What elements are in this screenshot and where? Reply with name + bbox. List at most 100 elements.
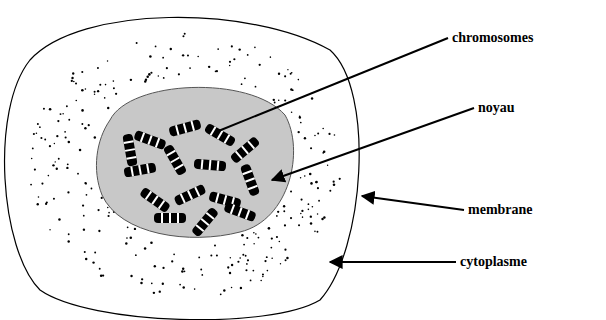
cytoplasm-dot [252, 270, 254, 272]
cytoplasm-dot [33, 133, 35, 135]
cytoplasm-dot [239, 257, 241, 259]
cytoplasm-dot [65, 136, 67, 138]
cytoplasm-dot [182, 54, 184, 56]
cytoplasm-dot [298, 79, 300, 81]
cytoplasm-dot [242, 254, 244, 256]
cytoplasm-dot [38, 196, 40, 198]
cytoplasm-dot [201, 274, 203, 276]
cytoplasm-dot [37, 203, 39, 205]
cytoplasm-dot [300, 213, 301, 214]
cytoplasm-dot [56, 168, 58, 170]
cytoplasm-dot [104, 97, 106, 99]
chromosome [133, 130, 166, 150]
cytoplasm-dot [77, 173, 79, 175]
cytoplasm-dot [300, 177, 301, 178]
cytoplasm-dot [82, 204, 84, 206]
cytoplasm-dot [31, 158, 33, 160]
cytoplasm-dot [262, 274, 264, 276]
chromosome [154, 213, 186, 223]
cytoplasm-dot [107, 207, 108, 208]
cytoplasm-dot [277, 211, 279, 213]
cytoplasm-dot [194, 288, 196, 290]
cytoplasm-dot [182, 267, 184, 269]
cytoplasm-dot [283, 210, 285, 212]
cytoplasm-dot [321, 218, 323, 220]
cytoplasm-dot [113, 87, 115, 89]
cytoplasm-dot [75, 100, 77, 102]
cytoplasm-dot [108, 212, 110, 214]
chromosome [191, 207, 219, 238]
cytoplasm-dot [270, 247, 272, 249]
cytoplasm-dot [75, 82, 77, 84]
cytoplasm-dot [271, 257, 273, 259]
nucleus [96, 87, 293, 237]
cytoplasm-dot [134, 228, 136, 230]
cytoplasm-dot [231, 287, 233, 289]
cytoplasm-dot [278, 100, 280, 102]
cytoplasm-dot [280, 263, 281, 264]
cytoplasm-dot [67, 240, 69, 242]
cytoplasm-dot [85, 88, 87, 90]
cytoplasm-dot [304, 137, 306, 139]
cytoplasm-dot [48, 175, 50, 177]
cytoplasm-dot [102, 274, 104, 276]
cytoplasm-dot [136, 42, 138, 44]
cytoplasm-dot [94, 91, 96, 93]
cytoplasm-dot [84, 182, 86, 184]
cytoplasm-dot [233, 58, 235, 60]
cytoplasm-dots [30, 33, 341, 295]
cytoplasm-dot [130, 237, 133, 240]
cytoplasm-dot [227, 266, 229, 268]
cytoplasm-dot [299, 116, 301, 118]
cytoplasm-dot [81, 89, 84, 92]
cytoplasm-dot [300, 122, 302, 124]
cytoplasm-dot [92, 261, 94, 263]
cytoplasm-dot [56, 135, 58, 137]
part-label: membrane [468, 202, 533, 218]
cytoplasm-dot [298, 224, 300, 226]
cytoplasm-dot [67, 191, 69, 193]
cytoplasm-dot [67, 163, 69, 165]
cytoplasm-dot [49, 108, 52, 111]
cytoplasm-dot [85, 183, 87, 185]
cytoplasm-dot [260, 280, 262, 282]
cytoplasm-dot [184, 270, 186, 272]
cytoplasm-dot [334, 134, 336, 136]
cytoplasm-dot [290, 73, 292, 75]
cytoplasm-dot [255, 86, 257, 88]
cytoplasm-dot [317, 187, 319, 189]
chromosome [139, 187, 171, 214]
chromosome [122, 133, 137, 166]
part-label: chromosomes [452, 30, 533, 46]
cytoplasm-dot [198, 257, 200, 259]
cytoplasm-dot [230, 257, 231, 258]
cytoplasm-dot [284, 99, 286, 101]
cytoplasm-dot [34, 169, 36, 171]
cytoplasm-dot [250, 279, 252, 281]
cytoplasm-dot [200, 269, 202, 271]
cytoplasm-dot [208, 66, 210, 68]
cytoplasm-dot [297, 131, 299, 133]
cytoplasm-dot [279, 241, 281, 243]
cytoplasm-dot [58, 218, 60, 220]
cytoplasm-dot [66, 105, 68, 107]
cytoplasm-dot [99, 268, 101, 270]
chromosome [163, 144, 188, 177]
part-label: noyau [478, 100, 515, 116]
cytoplasm-dot [245, 269, 247, 271]
cytoplasm-dot [144, 247, 146, 249]
cytoplasm-dot [140, 282, 143, 285]
cytoplasm-dot [284, 224, 286, 226]
cytoplasm-dot [162, 57, 164, 59]
cytoplasm-dot [327, 165, 328, 166]
cytoplasm-dot [333, 181, 335, 183]
cytoplasm-dot [304, 175, 306, 177]
cytoplasm-dot [97, 209, 99, 211]
cytoplasm-dot [57, 120, 59, 122]
chromosome [223, 202, 256, 222]
cytoplasm-dot [125, 242, 127, 244]
cytoplasm-dot [259, 64, 261, 66]
cytoplasm-dot [115, 93, 117, 95]
cytoplasm-dot [314, 231, 316, 233]
